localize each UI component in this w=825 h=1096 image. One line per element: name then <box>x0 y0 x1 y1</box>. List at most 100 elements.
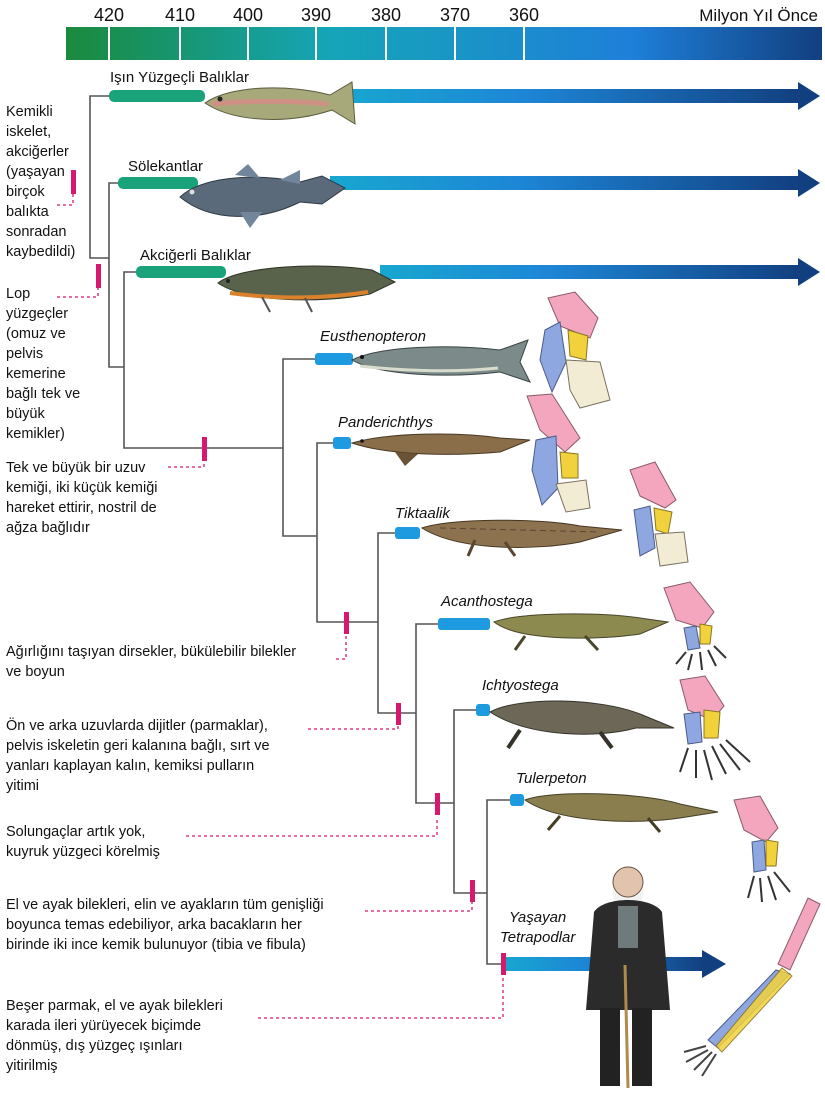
human-illustration <box>586 866 670 1089</box>
eusthenopteron-illustration <box>350 339 531 383</box>
trait-single-limb-bone: Tek ve büyük bir uzuv kemiği, iki küçük … <box>6 458 196 538</box>
trait-line: birçok <box>6 184 45 200</box>
limb-bones-acanthostega <box>663 581 727 671</box>
ichtyostega-illustration <box>489 700 675 750</box>
trait-wrists-ankles: El ve ayak bilekleri, elin ve ayakların … <box>6 895 366 955</box>
taxon-label: Tiktaalik <box>395 505 451 522</box>
trait-line: boyunca temas edebiliyor, arka bacakları… <box>6 917 302 933</box>
tick-label: 370 <box>440 5 470 25</box>
trait-line: Solungaçlar artık yok, <box>6 824 146 840</box>
trait-line: dönmüş, dış yüzgeç ışınları <box>6 1038 183 1054</box>
taxon-label: Panderichthys <box>338 414 434 431</box>
tick-label: 380 <box>371 5 401 25</box>
lineage-bar <box>136 266 226 278</box>
trait-line: iskelet, <box>6 124 52 140</box>
taxon-label: Ichtyostega <box>482 677 559 694</box>
taxon-label: Akciğerli Balıklar <box>140 247 251 264</box>
lineage-bar <box>118 177 198 189</box>
lineage-bar <box>476 704 490 716</box>
limb-bones-eusthenopteron <box>539 291 611 409</box>
trait-line: kemiği, iki küçük kemiği <box>6 480 158 496</box>
taxon-label: Acanthostega <box>440 593 533 610</box>
taxon-labels: Işın Yüzgeçli Balıklar Sölekantlar Akciğ… <box>110 69 587 946</box>
lineage-bar <box>438 618 490 630</box>
timeline-bar <box>66 27 822 60</box>
trait-line: hareket ettirir, nostril de <box>6 500 157 516</box>
trait-line: kemikler) <box>6 426 65 442</box>
tick-label: 360 <box>509 5 539 25</box>
lineage-bar <box>333 437 351 449</box>
trait-line: ve boyun <box>6 664 65 680</box>
trait-line: birinde iki ince kemik bulunuyor (tibia … <box>6 937 306 953</box>
trait-line: (omuz ve <box>6 326 66 342</box>
trait-marker <box>501 953 506 975</box>
trait-line: Kemikli <box>6 104 53 120</box>
limb-bones-ichtyostega <box>679 675 751 781</box>
trait-line: Tek ve büyük bir uzuv <box>6 460 146 476</box>
lineage-arrow <box>380 265 800 279</box>
panderichthys-illustration <box>350 433 531 466</box>
trait-line: sonradan <box>6 224 67 240</box>
taxon-label: Eusthenopteron <box>320 328 426 345</box>
taxon-label: Tetrapodlar <box>500 929 576 946</box>
trait-line: bağlı tek ve <box>6 386 81 402</box>
coelacanth-illustration <box>179 164 346 228</box>
trait-line: yitimi <box>6 778 40 794</box>
organism-illustrations <box>179 81 719 1089</box>
taxon-label: Işın Yüzgeçli Balıklar <box>110 69 249 86</box>
trait-line: karada ileri yürüyecek biçimde <box>6 1018 202 1034</box>
trait-marker <box>96 264 101 288</box>
lineage-arrow <box>330 176 800 190</box>
limb-bone-diagrams <box>526 291 821 1077</box>
trait-marker <box>344 612 349 634</box>
trait-markers <box>57 170 506 1019</box>
trait-digits: Ön ve arka uzuvlarda dijitler (parmaklar… <box>6 716 316 796</box>
trait-line: Ön ve arka uzuvlarda dijitler (parmaklar… <box>6 718 268 734</box>
trait-line: Beşer parmak, el ve ayak bilekleri <box>6 998 223 1014</box>
trait-line: ağza bağlıdır <box>6 520 90 536</box>
trait-line: kaybedildi) <box>6 244 76 260</box>
tick-label: 390 <box>301 5 331 25</box>
trait-line: Ağırlığını taşıyan dirsekler, bükülebili… <box>6 644 297 660</box>
tick-label: 420 <box>94 5 124 25</box>
trait-line: büyük <box>6 406 45 422</box>
trait-line: pelvis iskeletin geri kalanına bağlı, sı… <box>6 738 270 754</box>
arrow-head-icon <box>798 169 820 197</box>
taxon-label: Sölekantlar <box>128 158 203 175</box>
lineage-bar <box>109 90 205 102</box>
trait-line: pelvis <box>6 346 44 362</box>
trait-marker <box>202 437 207 461</box>
lineage-bar <box>315 353 353 365</box>
arrow-head-icon <box>798 82 820 110</box>
trait-marker <box>396 703 401 725</box>
trait-marker <box>470 880 475 902</box>
trait-line: (yaşayan <box>6 164 65 180</box>
trait-lobe-fins: Lop yüzgeçler (omuz ve pelvis kemerine b… <box>6 284 98 444</box>
trait-marker <box>435 793 440 815</box>
limb-bones-tiktaalik <box>629 461 689 567</box>
trait-line: El ve ayak bilekleri, elin ve ayakların … <box>6 897 324 913</box>
arrow-head-icon <box>798 258 820 286</box>
acanthostega-illustration <box>492 613 670 652</box>
limb-bones-human-arm <box>683 897 821 1077</box>
trait-line: akciğerler <box>6 144 69 160</box>
tick-label: 410 <box>165 5 195 25</box>
trait-line: balıkta <box>6 204 49 220</box>
lineage-bar <box>510 794 524 806</box>
trait-line: yanları kaplayan kalın, kemiksi pulların <box>6 758 255 774</box>
trait-no-gills: Solungaçlar artık yok, kuyruk yüzgeci kö… <box>6 822 196 862</box>
tulerpeton-illustration <box>523 793 719 833</box>
trait-line: yitirilmiş <box>6 1058 58 1074</box>
lineage-arrow <box>340 89 800 103</box>
trout-illustration <box>204 81 356 125</box>
lineage-bar <box>395 527 420 539</box>
taxon-label: Tulerpeton <box>516 770 587 787</box>
timeline-unit-label: Milyon Yıl Önce <box>699 6 818 25</box>
tiktaalik-illustration <box>420 519 623 557</box>
arrow-head-icon <box>702 950 726 978</box>
trait-line: Lop <box>6 286 31 302</box>
limb-bones-panderichthys <box>526 393 591 513</box>
trait-line: yüzgeçler <box>6 306 69 322</box>
trait-weight-bearing-elbows: Ağırlığını taşıyan dirsekler, bükülebili… <box>6 642 346 682</box>
